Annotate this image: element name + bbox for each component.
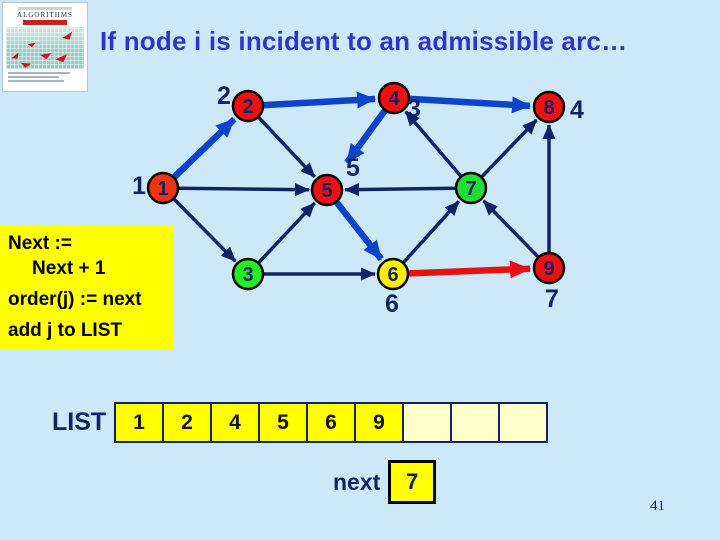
graph-node-number-6: 6 <box>387 264 398 286</box>
arc-1-5 <box>178 183 311 197</box>
next-value-box: 7 <box>388 460 437 504</box>
graph-node-1 <box>146 171 180 205</box>
instruction-line: Next := <box>8 233 72 254</box>
graph-node-6 <box>376 257 410 291</box>
red-bird-shape <box>20 60 32 70</box>
arc-7-4 <box>404 110 462 177</box>
list-cell <box>402 402 452 443</box>
next-label: next <box>333 469 381 495</box>
instruction-box: Next := Next + 1 order(j) := next add j … <box>0 225 173 350</box>
red-bird-shape <box>39 51 51 60</box>
arc-9-7 <box>482 199 540 258</box>
next-row: next 7 <box>333 460 437 504</box>
list-cell: 5 <box>258 402 308 443</box>
graph-node-4 <box>377 81 411 115</box>
arc-3-5 <box>257 201 316 264</box>
list-cell <box>450 402 500 443</box>
node-order-label: 3 <box>407 95 421 123</box>
graph-node-8 <box>532 90 566 124</box>
graph-node-5 <box>310 173 344 207</box>
graph-node-number-5: 5 <box>321 180 332 202</box>
graph-node-number-3: 3 <box>242 264 253 286</box>
graph-node-2 <box>231 89 265 123</box>
list-cell: 4 <box>210 402 260 443</box>
book-cover-caption-lines <box>6 72 84 82</box>
list-cell <box>498 402 548 443</box>
list-cell: 9 <box>354 402 404 443</box>
instruction-line: order(j) := next <box>8 289 142 310</box>
arc-2-4 <box>263 91 377 109</box>
book-cover-red-bar <box>23 20 67 25</box>
red-bird-shape <box>10 52 20 60</box>
arc-6-9 <box>408 260 532 279</box>
list-cell: 2 <box>162 402 212 443</box>
slide-title: If node i is incident to an admissible a… <box>100 26 628 56</box>
instruction-line: Next + 1 <box>32 258 106 279</box>
red-bird-shape <box>27 42 35 48</box>
graph-node-7 <box>454 171 488 205</box>
arc-5-6 <box>334 200 384 262</box>
node-order-label: 5 <box>346 154 360 182</box>
graph-node-9 <box>532 251 566 285</box>
arc-2-5 <box>257 116 316 179</box>
node-order-label: 4 <box>570 96 584 124</box>
arc-7-8 <box>480 118 538 178</box>
graph-node-number-8: 8 <box>543 97 554 119</box>
node-order-label: 1 <box>132 172 146 200</box>
page-number: 41 <box>650 498 665 514</box>
graph-node-number-2: 2 <box>242 96 253 118</box>
book-cover-subtext <box>17 7 73 10</box>
arc-1-2 <box>172 116 237 180</box>
book-cover-image: ALGORITHMS <box>2 2 88 92</box>
graph-node-number-9: 9 <box>543 258 554 280</box>
arc-7-5 <box>343 183 456 197</box>
list-cell: 6 <box>306 402 356 443</box>
arc-4-8 <box>409 95 532 114</box>
graph-node-number-4: 4 <box>388 88 400 110</box>
red-bird-shape <box>61 32 73 41</box>
arc-1-3 <box>173 198 237 263</box>
graph-node-number-7: 7 <box>465 178 476 200</box>
node-order-label: 6 <box>385 290 399 318</box>
node-order-label: 2 <box>217 82 231 110</box>
list-label: LIST <box>52 408 107 436</box>
arc-6-7 <box>402 200 461 264</box>
book-cover-title: ALGORITHMS <box>17 11 73 19</box>
node-order-label: 7 <box>545 285 559 313</box>
list-cell: 1 <box>114 402 164 443</box>
red-bird-shape <box>55 54 68 63</box>
book-cover-art <box>6 27 84 69</box>
graph-node-number-1: 1 <box>157 178 168 200</box>
graph-node-3 <box>231 257 265 291</box>
instruction-line: add j to LIST <box>8 320 122 341</box>
arc-4-5 <box>344 109 388 165</box>
